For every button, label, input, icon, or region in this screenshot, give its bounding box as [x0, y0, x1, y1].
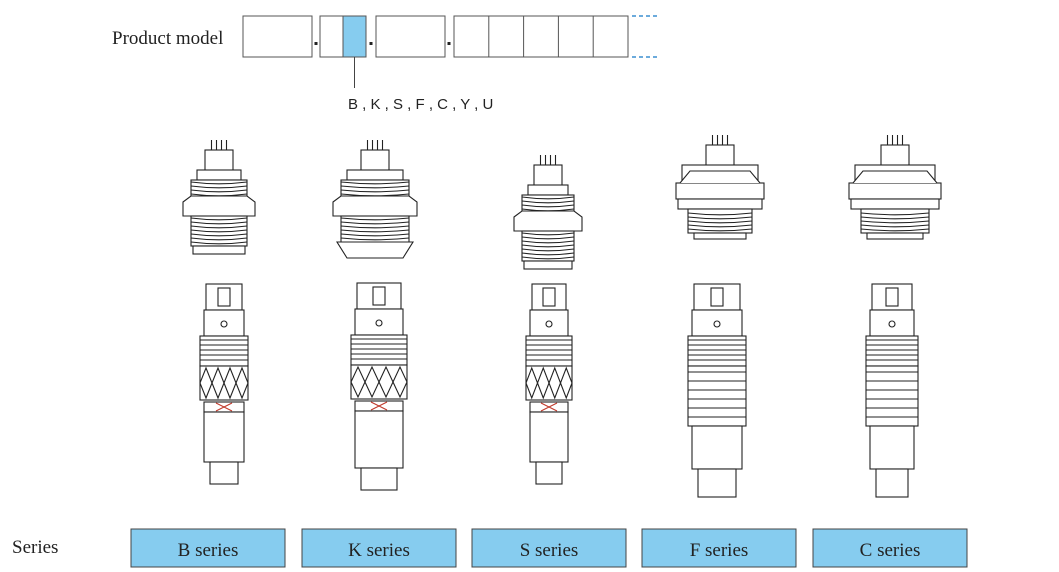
code-box-1: [242, 15, 313, 58]
series-box-label: F series: [690, 540, 749, 561]
plug-drawing-2: [350, 282, 408, 491]
plug-drawing-1: [199, 283, 249, 485]
receptacle-drawing-2: [332, 140, 418, 259]
plug-drawing-4: [687, 283, 747, 498]
product-model-code-boxes: [242, 15, 629, 58]
code-box-4: [453, 15, 629, 58]
code-continuation-dashes: [632, 15, 658, 58]
series-box-2: K series: [301, 528, 457, 568]
receptacle-drawing-5: [848, 135, 942, 240]
code-dot-2: [369, 42, 373, 45]
series-box-4: F series: [641, 528, 797, 568]
series-box-label: B series: [178, 540, 239, 561]
code-dot-3: [447, 42, 451, 45]
receptacle-drawing-3: [513, 155, 583, 270]
receptacle-drawing-4: [675, 135, 765, 240]
plug-drawing-3: [525, 283, 573, 485]
product-model-label: Product model: [112, 28, 223, 49]
series-label: Series: [12, 537, 58, 558]
code-box-3: [375, 15, 446, 58]
plug-drawing-5: [865, 283, 919, 498]
series-box-label: C series: [860, 540, 921, 561]
series-box-label: S series: [520, 540, 579, 561]
series-box-label: K series: [348, 540, 410, 561]
receptacle-drawing-1: [182, 140, 256, 255]
connector-drawings: [182, 135, 942, 498]
selector-options: B , K , S , F , C , Y , U: [348, 96, 493, 113]
code-box-2-highlight: [342, 15, 367, 58]
series-box-5: C series: [812, 528, 968, 568]
series-box-3: S series: [471, 528, 627, 568]
code-dot-1: [314, 42, 318, 45]
series-box-1: B series: [130, 528, 286, 568]
series-boxes: B series K series S series F series C series: [130, 528, 968, 568]
